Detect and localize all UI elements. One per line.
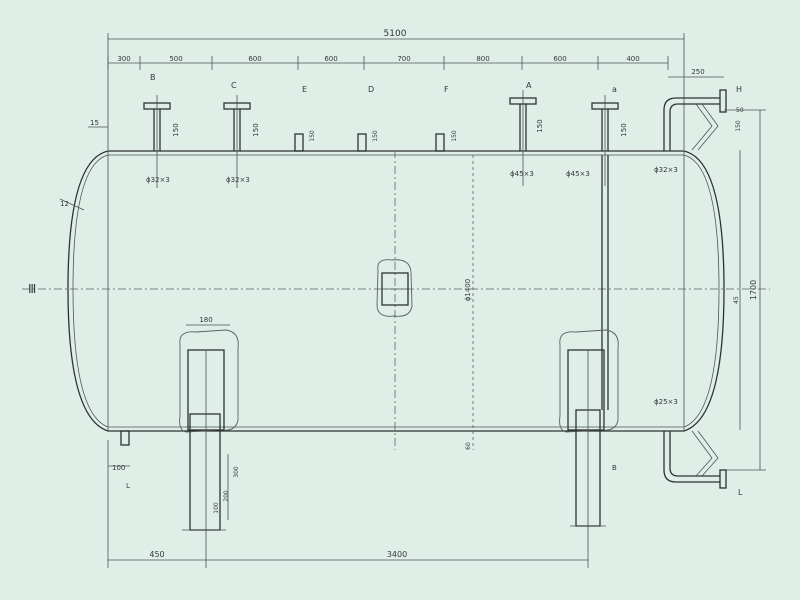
manway-hatch xyxy=(376,259,413,317)
svg-text:150: 150 xyxy=(620,123,628,136)
top-dim-2: 500 xyxy=(169,55,182,63)
top-dim-6: 800 xyxy=(476,55,489,63)
bottom-dim-2: 3400 xyxy=(387,550,407,559)
svg-text:ϕ25×3: ϕ25×3 xyxy=(654,398,678,406)
right-height: 1700 xyxy=(749,280,758,300)
left-side-label: Ⅲ xyxy=(28,282,36,296)
svg-text:B: B xyxy=(150,73,156,82)
svg-text:150: 150 xyxy=(309,130,316,142)
svg-text:F: F xyxy=(444,85,449,94)
svg-text:ϕ32×3: ϕ32×3 xyxy=(226,176,250,184)
nozzle-c: C 150 ϕ32×3 xyxy=(223,81,260,188)
left-stack-1: 300 xyxy=(233,466,240,478)
svg-text:H: H xyxy=(736,85,742,94)
svg-text:C: C xyxy=(231,81,237,90)
shell-thickness: 12 xyxy=(60,200,69,208)
bottom-center: 60 xyxy=(465,442,472,450)
bottom-dim-1: 450 xyxy=(149,550,164,559)
top-left-dimension: 15 xyxy=(90,119,99,127)
vessel-shell xyxy=(67,150,725,432)
top-dim-extra: 250 xyxy=(691,68,704,76)
top-dim-7: 600 xyxy=(553,55,566,63)
lower-right-pipe: ϕ25×3 L xyxy=(654,398,743,497)
svg-text:ϕ45×3: ϕ45×3 xyxy=(510,170,534,178)
vessel-inner-wall xyxy=(72,154,720,428)
svg-text:a: a xyxy=(612,85,617,94)
nozzle-small-a: a 150 ϕ45×3 xyxy=(566,85,628,410)
nozzle-a: A 150 ϕ45×3 xyxy=(509,81,544,186)
nozzle-b: B 150 ϕ32×3 xyxy=(143,73,180,188)
svg-text:ϕ32×3: ϕ32×3 xyxy=(146,176,170,184)
svg-text:150: 150 xyxy=(172,123,180,136)
top-dim-8: 400 xyxy=(626,55,639,63)
left-saddle: 180 xyxy=(179,316,239,531)
svg-text:150: 150 xyxy=(451,130,458,142)
svg-text:150: 150 xyxy=(372,130,379,142)
center-diameter: ϕ1400 xyxy=(464,279,472,301)
svg-text:A: A xyxy=(526,81,532,90)
nozzle-f: F 150 xyxy=(435,85,458,152)
top-dim-4: 600 xyxy=(324,55,337,63)
right-saddle xyxy=(559,329,619,527)
svg-text:150: 150 xyxy=(536,119,544,132)
left-bottom-dimension: 100 xyxy=(112,464,125,472)
top-dim-1: 300 xyxy=(117,55,130,63)
svg-text:150: 150 xyxy=(252,123,260,136)
left-stack-3: 100 xyxy=(213,502,220,514)
top-dim-5: 700 xyxy=(397,55,410,63)
svg-text:L: L xyxy=(738,488,743,497)
svg-text:D: D xyxy=(368,85,374,94)
left-marker: L xyxy=(126,482,130,490)
svg-text:150: 150 xyxy=(735,120,742,132)
nozzle-d: D 150 xyxy=(357,85,379,152)
nozzle-h: H 150 ϕ32×3 50 xyxy=(654,85,744,174)
svg-text:180: 180 xyxy=(199,316,212,324)
svg-text:E: E xyxy=(302,85,307,94)
svg-text:50: 50 xyxy=(736,107,744,114)
right-small-2: 45 xyxy=(733,296,740,304)
top-dim-3: 600 xyxy=(248,55,261,63)
svg-text:ϕ32×3: ϕ32×3 xyxy=(654,166,678,174)
left-stack-2: 200 xyxy=(223,490,230,502)
nozzle-e: E 150 xyxy=(294,85,316,152)
bottom-drain xyxy=(120,430,130,446)
overall-dimension: 5100 xyxy=(384,29,407,39)
svg-text:ϕ45×3: ϕ45×3 xyxy=(566,170,590,178)
bottom-mark: B xyxy=(612,464,617,472)
segment-ticks xyxy=(107,56,669,70)
